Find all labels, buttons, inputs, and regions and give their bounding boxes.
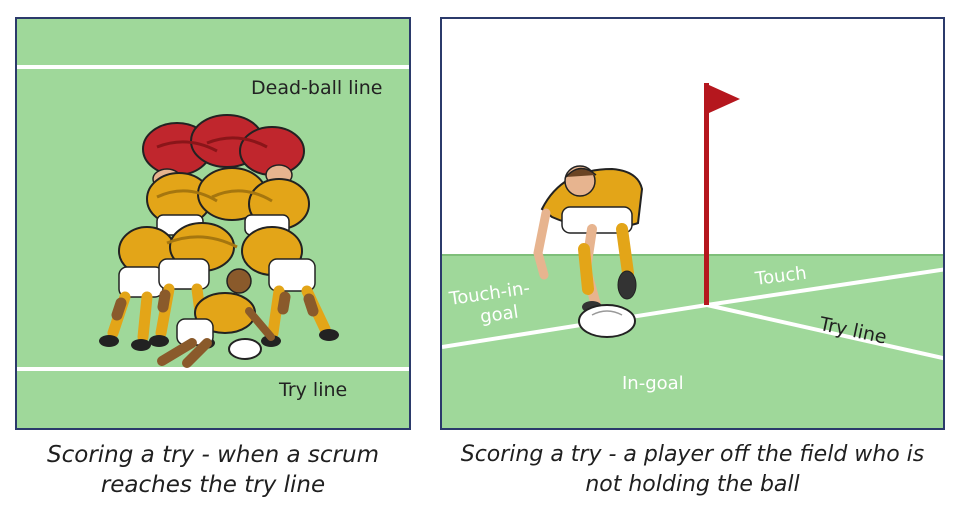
touch-in-goal-illustration — [442, 83, 943, 428]
scrum-try-panel: Dead-ball line Try line — [15, 17, 411, 430]
try-line-label: Try line — [279, 379, 348, 401]
touch-in-goal-panel: Touch-in- goal Touch Try line In-goal — [440, 17, 945, 430]
yellow-team-players — [99, 167, 339, 351]
left-caption-line2: reaches the try line — [100, 472, 326, 498]
try-line — [17, 367, 409, 371]
dead-ball-line-label: Dead-ball line — [251, 77, 383, 99]
player-off-field — [533, 165, 644, 338]
corner-flag-icon — [704, 83, 740, 305]
right-caption-line1: Scoring a try - a player off the field w… — [460, 442, 925, 467]
touch-line — [706, 267, 943, 307]
rugby-ball-icon — [578, 304, 636, 338]
try-line — [706, 303, 943, 361]
player-grounding-ball — [157, 268, 275, 368]
touch-in-goal-line — [442, 303, 708, 349]
left-caption: Scoring a try - when a scrum reaches the… — [15, 440, 411, 500]
right-caption-line2: not holding the ball — [585, 472, 800, 497]
left-caption-line1: Scoring a try - when a scrum — [47, 442, 379, 468]
dead-ball-line — [17, 65, 409, 69]
scrum-illustration — [17, 65, 409, 371]
in-goal-label: In-goal — [622, 373, 684, 394]
right-caption: Scoring a try - a player off the field w… — [430, 440, 955, 500]
rugby-ball-icon — [228, 338, 262, 360]
